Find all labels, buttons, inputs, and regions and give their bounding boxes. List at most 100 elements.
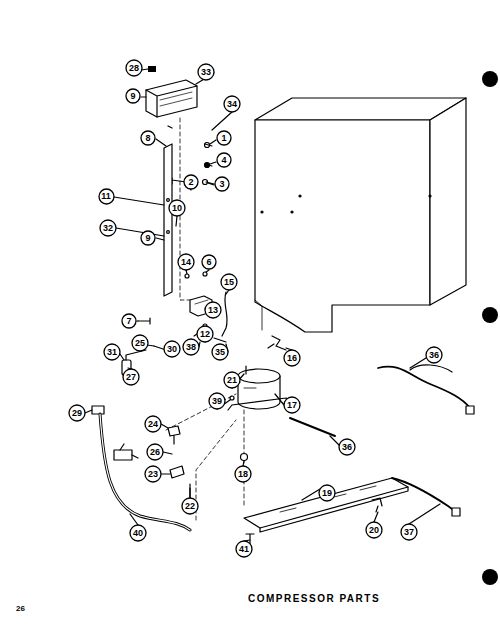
callout-circle: 24 [144,415,162,433]
callout-circle: 13 [204,301,222,319]
callout-circle: 23 [144,465,162,483]
callout-ring [215,177,229,191]
callout-circle: 30 [163,340,181,358]
callout-number: 20 [369,526,379,535]
callout-number: 35 [215,348,225,357]
callout-number: 26 [150,448,160,457]
callout-number: 38 [186,343,196,352]
callout-circle: 2 [183,174,199,190]
callout-number: 33 [201,68,211,77]
callout-number: 6 [206,258,211,267]
callout-circle: 15 [220,273,238,291]
callout-circle: 27 [122,368,140,386]
callout-number: 11 [101,192,111,201]
callout-number: 14 [181,258,191,267]
callout-ring [126,60,142,76]
callout-circle: 26 [146,443,164,461]
callout-circle: 17 [283,396,301,414]
callout-ring [236,541,252,557]
callout-number: 19 [322,489,332,498]
callout-number: 31 [107,348,117,357]
callout-ring [145,466,161,482]
callout-number: 13 [208,306,218,315]
callout-ring [130,525,146,541]
callout-circle: 32 [99,219,117,237]
callout-number: 10 [172,204,182,213]
callout-ring [184,175,198,189]
callout-ring [401,524,417,540]
callout-circle: 6 [201,254,217,270]
callout-number: 21 [227,376,237,385]
callout-ring [198,64,214,80]
callout-ring [217,153,231,167]
callout-number: 28 [129,64,139,73]
page-number: 26 [16,604,25,613]
callout-circle: 7 [121,313,137,329]
callout-number: 9 [130,92,135,101]
callout-ring [169,200,185,216]
callout-ring [209,393,225,409]
callout-ring [164,341,180,357]
callout-ring [217,131,231,145]
callout-circle: 20 [365,521,383,539]
callout-circle: 36 [338,438,356,456]
callout-number: 22 [185,502,195,511]
callout-circle: 40 [129,524,147,542]
callout-number: 1 [221,134,226,143]
callout-circle: 16 [283,349,301,367]
callout-number: 37 [404,528,414,537]
callout-ring [147,444,163,460]
callout-number: 41 [239,545,249,554]
callout-circle: 25 [131,334,149,352]
callout-circle: 29 [68,404,86,422]
callout-circle: 33 [197,63,215,81]
callout-circle: 1 [216,130,232,146]
callout-ring [122,314,136,328]
callout-ring [141,231,155,245]
callout-ring [339,439,355,455]
callout-circle: 28 [125,59,143,77]
callout-ring [235,466,251,482]
callout-number: 18 [238,470,248,479]
callout-circle: 11 [98,188,115,205]
callout-ring [221,274,237,290]
callout-number: 29 [72,409,82,418]
callout-number: 25 [135,339,145,348]
callout-circle: 34 [223,95,241,113]
callout-ring [100,220,116,236]
callout-ring [319,485,335,501]
callout-circle: 22 [181,497,199,515]
callout-ring [99,189,114,204]
callout-circle: 19 [318,484,336,502]
callout-circle: 8 [140,130,156,146]
callout-circle: 31 [103,343,121,361]
callout-circle: 36 [425,346,443,364]
callout-number: 7 [126,317,131,326]
callout-ring [132,335,148,351]
callout-circle: 39 [208,392,226,410]
callout-ring [205,302,221,318]
callout-number: 8 [145,134,150,143]
callout-circle: 21 [223,371,241,389]
callout-number: 9 [145,234,150,243]
callout-circle: 41 [235,540,253,558]
callout-ring [123,369,139,385]
callout-number: 17 [287,401,297,410]
callout-number: 23 [148,470,158,479]
callout-circle: 14 [177,253,195,271]
callout-ring [182,498,198,514]
callout-ring [126,89,140,103]
callout-circle: 35 [211,343,229,361]
callout-number: 3 [219,180,224,189]
callout-ring [366,522,382,538]
callout-number: 36 [342,443,352,452]
callout-ring [197,326,213,342]
callout-number: 27 [126,373,136,382]
callout-ring [212,344,228,360]
callout-ring [284,397,300,413]
callout-number: 36 [429,351,439,360]
callout-number: 12 [200,330,210,339]
callout-ring [224,372,240,388]
callout-circle: 38 [182,338,200,356]
